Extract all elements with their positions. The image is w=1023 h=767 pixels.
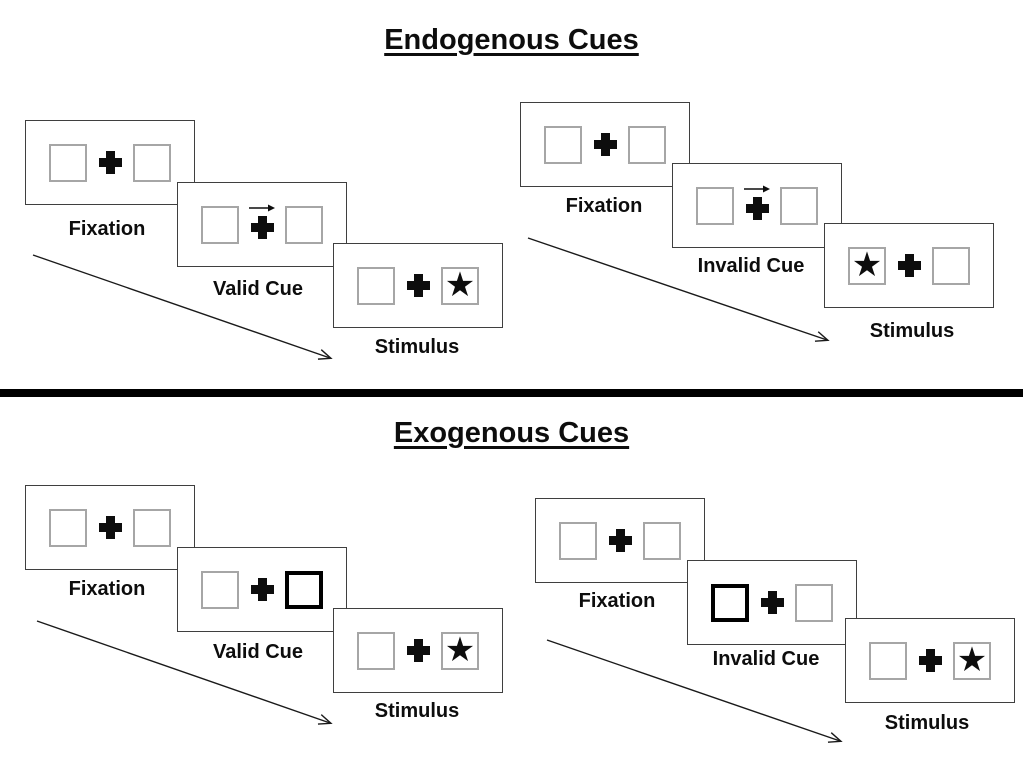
target-box: ★ bbox=[953, 640, 991, 680]
star-icon: ★ bbox=[444, 630, 476, 669]
placeholder-box bbox=[696, 186, 734, 225]
fixation-cross-icon bbox=[897, 254, 921, 277]
stimulus-panel: ★ bbox=[333, 608, 503, 693]
fixation-panel bbox=[25, 120, 195, 205]
stimulus-panel: ★ bbox=[824, 223, 994, 308]
panel-label: Invalid Cue bbox=[712, 648, 820, 670]
cued-box bbox=[711, 583, 749, 622]
fixation-cross-icon bbox=[98, 151, 122, 174]
star-icon: ★ bbox=[956, 640, 988, 679]
fixation-panel bbox=[25, 485, 195, 570]
section-divider bbox=[0, 389, 1023, 397]
placeholder-box bbox=[559, 521, 597, 560]
panel-label: Stimulus bbox=[374, 336, 460, 358]
cue-panel bbox=[177, 182, 347, 267]
stimulus-panel: ★ bbox=[333, 243, 503, 328]
cued-box bbox=[285, 570, 323, 609]
star-icon: ★ bbox=[851, 245, 883, 284]
fixation-cross-icon bbox=[608, 529, 632, 552]
section-title-endogenous: Endogenous Cues bbox=[384, 24, 639, 56]
fixation-cross-icon bbox=[250, 578, 274, 601]
section-title-exogenous: Exogenous Cues bbox=[393, 417, 630, 449]
fixation-cross-icon bbox=[406, 274, 430, 297]
panel-label: Valid Cue bbox=[212, 641, 304, 663]
placeholder-box bbox=[49, 143, 87, 182]
target-box: ★ bbox=[441, 265, 479, 305]
placeholder-box bbox=[133, 143, 171, 182]
cue-arrow-icon bbox=[249, 204, 275, 211]
placeholder-box bbox=[795, 583, 833, 622]
panel-label: Fixation bbox=[68, 578, 146, 600]
fixation-cross-icon bbox=[745, 196, 769, 220]
placeholder-box bbox=[357, 266, 395, 305]
placeholder-box bbox=[780, 186, 818, 225]
fixation-panel bbox=[520, 102, 690, 187]
placeholder-box bbox=[643, 521, 681, 560]
fixation-cross-icon bbox=[918, 649, 942, 672]
placeholder-box bbox=[285, 205, 323, 244]
cue-panel bbox=[687, 560, 857, 645]
fixation-cross-icon bbox=[760, 591, 784, 614]
panel-label: Valid Cue bbox=[212, 278, 304, 300]
placeholder-box bbox=[628, 125, 666, 164]
panel-label: Fixation bbox=[578, 590, 656, 612]
timeline-arrow-icon bbox=[546, 639, 843, 743]
panel-label: Stimulus bbox=[374, 700, 460, 722]
timeline-arrow-icon bbox=[36, 620, 333, 725]
cue-arrow-icon bbox=[744, 185, 770, 192]
fixation-cross-icon bbox=[406, 639, 430, 662]
timeline-arrow-icon bbox=[32, 254, 333, 360]
star-icon: ★ bbox=[444, 265, 476, 304]
panel-label: Stimulus bbox=[884, 712, 970, 734]
fixation-cross-icon bbox=[593, 133, 617, 156]
target-box: ★ bbox=[848, 245, 886, 285]
fixation-cross-icon bbox=[98, 516, 122, 539]
stimulus-panel: ★ bbox=[845, 618, 1015, 703]
fixation-cross-icon bbox=[250, 215, 274, 239]
fixation-panel bbox=[535, 498, 705, 583]
placeholder-box bbox=[357, 631, 395, 670]
placeholder-box bbox=[869, 641, 907, 680]
placeholder-box bbox=[133, 508, 171, 547]
target-box: ★ bbox=[441, 630, 479, 670]
placeholder-box bbox=[49, 508, 87, 547]
panel-label: Stimulus bbox=[869, 320, 955, 342]
placeholder-box bbox=[932, 246, 970, 285]
cue-panel bbox=[672, 163, 842, 248]
cue-panel bbox=[177, 547, 347, 632]
panel-label: Invalid Cue bbox=[697, 255, 805, 277]
timeline-arrow-icon bbox=[527, 237, 830, 342]
placeholder-box bbox=[201, 205, 239, 244]
placeholder-box bbox=[201, 570, 239, 609]
panel-label: Fixation bbox=[565, 195, 643, 217]
panel-label: Fixation bbox=[68, 218, 146, 240]
placeholder-box bbox=[544, 125, 582, 164]
